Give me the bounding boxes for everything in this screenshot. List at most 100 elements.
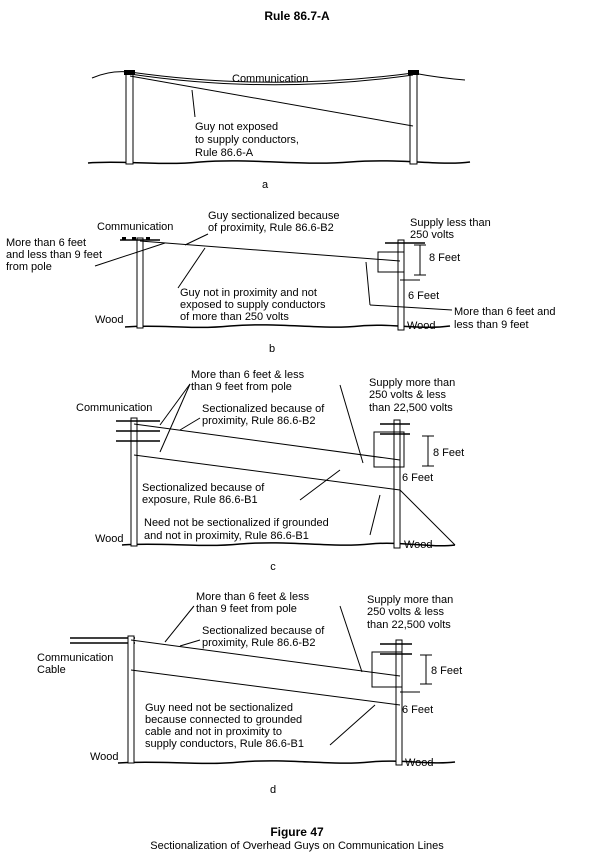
panel-d-prox-leader xyxy=(179,639,201,647)
panel-d-guy-note-4: supply conductors, Rule 86.6-B1 xyxy=(145,738,304,750)
panel-d-supply-note-3: than 22,500 volts xyxy=(367,619,451,631)
panel-d-wood-left: Wood xyxy=(90,751,119,763)
panel-c-dist-note-1: More than 6 feet & less xyxy=(191,369,305,381)
panel-d-prox-note-1: Sectionalized because of xyxy=(202,625,325,637)
panel-d-dist-leader-2 xyxy=(339,605,363,673)
panel-b-prox-note-1: Guy not in proximity and not xyxy=(180,287,317,299)
panel-d-prox-note-2: proximity, Rule 86.6-B2 xyxy=(202,637,316,649)
panel-b-left-dist-2: and less than 9 feet xyxy=(6,249,102,261)
panel-d: More than 6 feet & less than 9 feet from… xyxy=(37,591,462,796)
panel-b-proximity-box xyxy=(377,251,405,273)
panel-a-right-pole xyxy=(409,73,418,165)
panel-c-guy-anchor xyxy=(399,489,456,546)
panel-b-right-dist-leader xyxy=(369,304,453,311)
panel-c-wood-left: Wood xyxy=(95,533,124,545)
panel-c-supply-note-1: Supply more than xyxy=(369,377,455,389)
panel-a-guy xyxy=(129,75,414,127)
panel-c-right-pole xyxy=(393,419,401,549)
panel-b-supply-note-1: Supply less than xyxy=(410,217,491,229)
panel-c-supply-note-3: than 22,500 volts xyxy=(369,402,453,414)
figure-caption: Sectionalization of Overhead Guys on Com… xyxy=(150,840,444,852)
panel-c-eight-feet: 8 Feet xyxy=(433,447,464,459)
panel-d-wood-right: Wood xyxy=(405,757,434,769)
panel-d-guy-note-3: cable and not in proximity to xyxy=(145,726,282,738)
panel-a-right-insulator xyxy=(408,70,419,75)
panel-c-ground-note-1: Need not be sectionalized if grounded xyxy=(144,517,329,529)
panel-d-comm-cable-1: Communication xyxy=(37,652,113,664)
panel-d-dist-note-2: than 9 feet from pole xyxy=(196,603,297,615)
panel-b-insulator xyxy=(146,237,150,240)
panel-c-six-feet: 6 Feet xyxy=(402,472,433,484)
panel-b-prox-note-2: exposed to supply conductors xyxy=(180,299,326,311)
panel-b-left-pole xyxy=(136,237,144,329)
panel-b-insulator xyxy=(122,237,126,240)
panel-d-guy-lower xyxy=(130,669,401,706)
panel-a-leader xyxy=(191,89,196,118)
panel-d-supply-note-1: Supply more than xyxy=(367,594,453,606)
panel-d-label: d xyxy=(270,784,276,796)
panel-c-label: c xyxy=(270,561,276,573)
panel-d-proximity-box xyxy=(371,651,403,688)
panel-b-right-pole xyxy=(397,239,405,331)
panel-a: Communication Guy not exposed to supply … xyxy=(87,70,471,191)
panel-b-wood-right: Wood xyxy=(407,320,436,332)
panel-c-guy-lower xyxy=(133,454,401,491)
panel-b-six-feet: 6 Feet xyxy=(408,290,439,302)
panel-a-communication-line-2 xyxy=(129,73,414,86)
panel-b-label: b xyxy=(269,343,275,355)
panel-b-prox-note-3: of more than 250 volts xyxy=(180,311,289,323)
panel-d-dist-leader-1 xyxy=(164,605,195,643)
panel-b-sect-note-1: Guy sectionalized because xyxy=(208,210,339,222)
panel-a-label: a xyxy=(262,179,269,191)
panel-a-note-1: Guy not exposed xyxy=(195,121,278,133)
panel-b-guy xyxy=(139,240,401,262)
panel-c-dist-leader-3 xyxy=(339,384,364,464)
panel-c-expo-leader xyxy=(299,469,341,501)
panel-b-left-dist-1: More than 6 feet xyxy=(6,237,86,249)
panel-c-expo-note-2: exposure, Rule 86.6-B1 xyxy=(142,494,258,506)
panel-b-sect-note-2: of proximity, Rule 86.6-B2 xyxy=(208,222,334,234)
panel-c-proximity-box xyxy=(373,431,405,468)
panel-c-dist-note-2: than 9 feet from pole xyxy=(191,381,292,393)
panel-d-dist-note-1: More than 6 feet & less xyxy=(196,591,310,603)
panel-d-comm-cable-2: Cable xyxy=(37,664,66,676)
panel-b-eight-feet: 8 Feet xyxy=(429,252,460,264)
panel-c-ground-leader xyxy=(369,494,381,536)
panel-b-left-dist-leader xyxy=(94,242,166,267)
panel-b-right-dist-leader-2 xyxy=(365,261,371,306)
panel-b-comm-label: Communication xyxy=(97,221,173,233)
panel-d-guy-note-2: because connected to grounded xyxy=(145,714,302,726)
panel-d-guy-note-1: Guy need not be sectionalized xyxy=(145,702,293,714)
panel-c-prox-note-2: proximity, Rule 86.6-B2 xyxy=(202,415,316,427)
panel-c-prox-note-1: Sectionalized because of xyxy=(202,403,325,415)
panel-c-ground-note-2: and not in proximity, Rule 86.6-B1 xyxy=(144,530,309,542)
panel-c-dist-leader-2 xyxy=(159,383,191,453)
panel-d-left-pole xyxy=(127,635,135,764)
panel-a-communication-label: Communication xyxy=(232,73,308,85)
panel-c-guy-upper xyxy=(133,423,401,461)
panel-d-supply-note-2: 250 volts & less xyxy=(367,606,445,618)
rule-title: Rule 86.7-A xyxy=(264,9,330,23)
panel-c-supply-note-2: 250 volts & less xyxy=(369,389,447,401)
panel-c-prox-leader xyxy=(179,417,201,431)
panel-d-eight-feet: 8 Feet xyxy=(431,665,462,677)
figure-label: Figure 47 xyxy=(270,825,324,839)
panel-a-left-insulator xyxy=(124,70,135,75)
panel-c-ground xyxy=(121,542,456,547)
panel-c-dist-leader-1 xyxy=(159,383,191,426)
panel-c-wood-right: Wood xyxy=(404,539,433,551)
panel-d-guy-leader xyxy=(329,704,376,746)
panel-d-right-pole xyxy=(395,639,403,766)
panel-a-note-2: to supply conductors, xyxy=(195,134,299,146)
panel-c: Communication More than 6 feet & less th… xyxy=(76,369,464,573)
panel-b-supply-note-2: 250 volts xyxy=(410,229,455,241)
panel-a-left-pole xyxy=(125,73,134,165)
panel-b: Communication Guy sectionalized because … xyxy=(6,210,556,355)
panel-b-right-dist-1: More than 6 feet and xyxy=(454,306,556,318)
panel-c-comm-label: Communication xyxy=(76,402,152,414)
panel-b-wood-left: Wood xyxy=(95,314,124,326)
panel-d-guy-upper xyxy=(130,639,401,677)
panel-b-insulator xyxy=(132,237,136,240)
